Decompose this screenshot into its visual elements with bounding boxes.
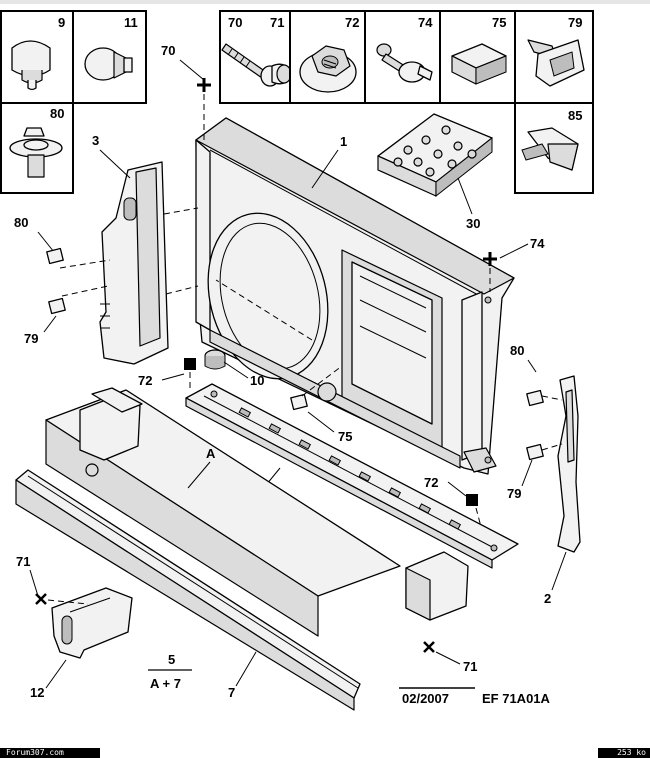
- nut-marker-72-left: [184, 358, 196, 370]
- footer-site-label: Forum307.com: [0, 748, 100, 758]
- clip-75-diagram: [290, 393, 308, 411]
- label-71-left: 71: [16, 554, 30, 569]
- bracket-12: [51, 587, 133, 659]
- top-strip: [0, 0, 650, 4]
- x-marker-71-right: [423, 641, 435, 653]
- label-A: A: [206, 446, 216, 461]
- rubber-plug-icon: [84, 47, 133, 81]
- clip-79-icon: [527, 39, 585, 87]
- callout-label-79: 79: [568, 15, 582, 30]
- callout-label-80: 80: [50, 106, 64, 121]
- label-72-left: 72: [138, 373, 152, 388]
- callout-label-70: 70: [228, 15, 242, 30]
- fraction-numerator: 5: [168, 652, 175, 667]
- label-10: 10: [250, 373, 264, 388]
- label-74: 74: [530, 236, 545, 251]
- cross-marker-74: [483, 252, 497, 266]
- flange-nut-icon: [299, 45, 357, 93]
- label-3: 3: [92, 133, 99, 148]
- crash-box-right: [405, 551, 469, 621]
- label-80-left: 80: [14, 215, 28, 230]
- lower-crossmember-6: [185, 383, 519, 569]
- label-79-left: 79: [24, 331, 38, 346]
- mount-pad: [317, 382, 337, 402]
- clip-79-right: [526, 443, 544, 461]
- callout-box-9: 9: [0, 10, 74, 104]
- label-71-right: 71: [463, 659, 477, 674]
- label-79-right: 79: [507, 486, 521, 501]
- reference-date: 02/2007: [402, 691, 449, 706]
- label-7: 7: [228, 685, 235, 700]
- air-deflector-2: [557, 375, 581, 553]
- label-70: 70: [161, 43, 175, 58]
- callout-label-72: 72: [345, 15, 359, 30]
- air-deflector-3: [99, 161, 169, 365]
- grommet-icon: [11, 40, 51, 91]
- callout-box-80: 80: [0, 102, 74, 194]
- callout-label-74: 74: [418, 15, 433, 30]
- cross-marker-70: [197, 78, 211, 92]
- fraction-5-over-A7: 5 A + 7: [148, 652, 192, 691]
- label-72-right: 72: [424, 475, 438, 490]
- callout-box-85: 85: [514, 102, 594, 194]
- fastener-kit-30: [377, 113, 493, 198]
- callout-label-11: 11: [124, 15, 138, 30]
- callout-label-9: 9: [58, 15, 65, 30]
- callout-label-71: 71: [270, 15, 284, 30]
- clip-80-left: [46, 247, 64, 265]
- label-30: 30: [466, 216, 480, 231]
- label-1: 1: [340, 134, 347, 149]
- rubber-mount-10: [204, 349, 226, 370]
- stud-bolt-74-icon: [376, 43, 433, 83]
- x-marker-71-left: [35, 593, 47, 605]
- bumper-beam-A: [45, 387, 401, 637]
- reference-code-text: EF 71A01A: [482, 691, 551, 706]
- nut-marker-72-right: [466, 494, 478, 506]
- callout-label-85: 85: [568, 108, 582, 123]
- callout-label-75: 75: [492, 15, 506, 30]
- label-2: 2: [544, 591, 551, 606]
- clip-80-right: [526, 389, 544, 407]
- callout-box-75: 75: [439, 10, 516, 104]
- callout-box-72: 72: [289, 10, 366, 104]
- clip-75-icon: [451, 43, 507, 85]
- callout-box-79: 79: [514, 10, 594, 104]
- callout-box-74: 74: [364, 10, 441, 104]
- label-80-right: 80: [510, 343, 524, 358]
- clip-79-left: [48, 297, 66, 315]
- label-75: 75: [338, 429, 352, 444]
- label-12: 12: [30, 685, 44, 700]
- fraction-denominator: A + 7: [150, 676, 181, 691]
- callout-box-11: 11: [72, 10, 147, 104]
- reference-code: 02/2007 EF 71A01A: [399, 687, 551, 706]
- front-end-carrier-1: [195, 117, 515, 475]
- footer-size-label: 253 ko: [598, 748, 650, 758]
- clip-85-icon: [521, 127, 579, 171]
- bumper-reinforcement-7: [15, 469, 361, 711]
- push-rivet-icon: [9, 127, 63, 178]
